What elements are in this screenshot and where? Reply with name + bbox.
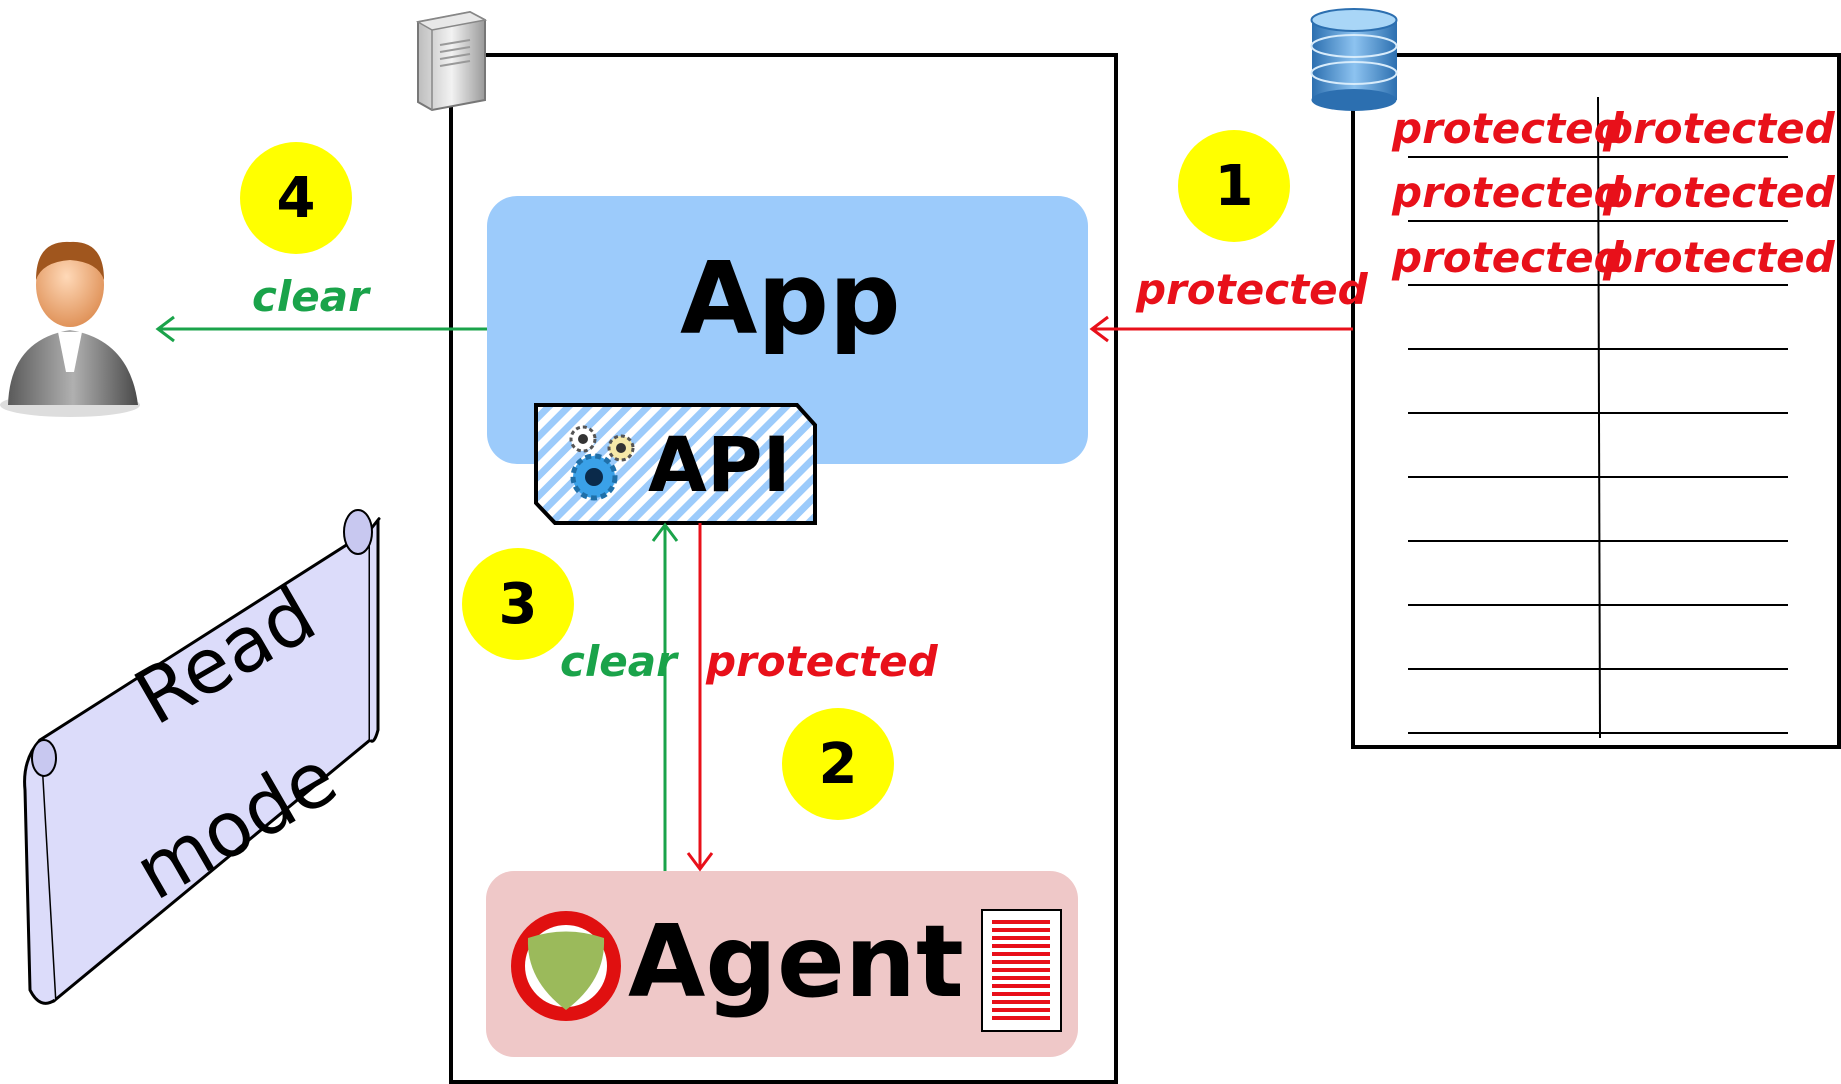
table-cell-r0-c1: protected bbox=[1603, 104, 1835, 153]
document-line bbox=[992, 928, 1050, 932]
agent-logo-icon bbox=[511, 911, 621, 1021]
document-line bbox=[992, 920, 1050, 924]
gears-icon bbox=[569, 425, 635, 501]
document-line bbox=[992, 992, 1050, 996]
flow-label-app-to-user: clear bbox=[252, 272, 369, 321]
table-cell-r1-c0: protected bbox=[1392, 168, 1624, 217]
server-icon bbox=[415, 10, 488, 112]
app-label: App bbox=[680, 240, 901, 357]
step-badge-2: 2 bbox=[782, 708, 894, 820]
scroll-banner bbox=[23, 509, 381, 1005]
document-line bbox=[992, 960, 1050, 964]
flow-label-db-to-app: protected bbox=[1136, 265, 1368, 314]
table-divider bbox=[1597, 96, 1601, 739]
arrow-db-to-app bbox=[1089, 315, 1353, 343]
document-line bbox=[992, 952, 1050, 956]
app-box bbox=[487, 196, 1088, 464]
document-line bbox=[992, 1008, 1050, 1012]
arrow-api-to-agent bbox=[686, 523, 714, 872]
document-line bbox=[992, 976, 1050, 980]
table-cell-r2-c0: protected bbox=[1392, 233, 1624, 282]
step-badge-3: 3 bbox=[462, 548, 574, 660]
flow-label-agent-to-api: clear bbox=[560, 637, 677, 686]
document-line bbox=[992, 968, 1050, 972]
document-line bbox=[992, 936, 1050, 940]
api-label: API bbox=[648, 420, 791, 509]
server-frame bbox=[449, 53, 1118, 1084]
arrow-agent-to-api bbox=[651, 522, 679, 871]
step-badge-1: 1 bbox=[1178, 130, 1290, 242]
document-line bbox=[992, 1016, 1050, 1020]
user-icon bbox=[0, 241, 140, 417]
agent-box bbox=[486, 871, 1078, 1057]
arrow-app-to-user bbox=[155, 315, 487, 343]
table-cell-r1-c1: protected bbox=[1603, 168, 1835, 217]
flow-label-api-to-agent: protected bbox=[706, 637, 938, 686]
document-line bbox=[992, 944, 1050, 948]
table-cell-r2-c1: protected bbox=[1603, 233, 1835, 282]
table-cell-r0-c0: protected bbox=[1392, 104, 1624, 153]
document-line bbox=[992, 1000, 1050, 1004]
document-line bbox=[992, 984, 1050, 988]
database-icon bbox=[1310, 8, 1398, 111]
agent-label: Agent bbox=[628, 903, 964, 1020]
database-table bbox=[1351, 53, 1841, 749]
step-badge-4: 4 bbox=[240, 142, 352, 254]
